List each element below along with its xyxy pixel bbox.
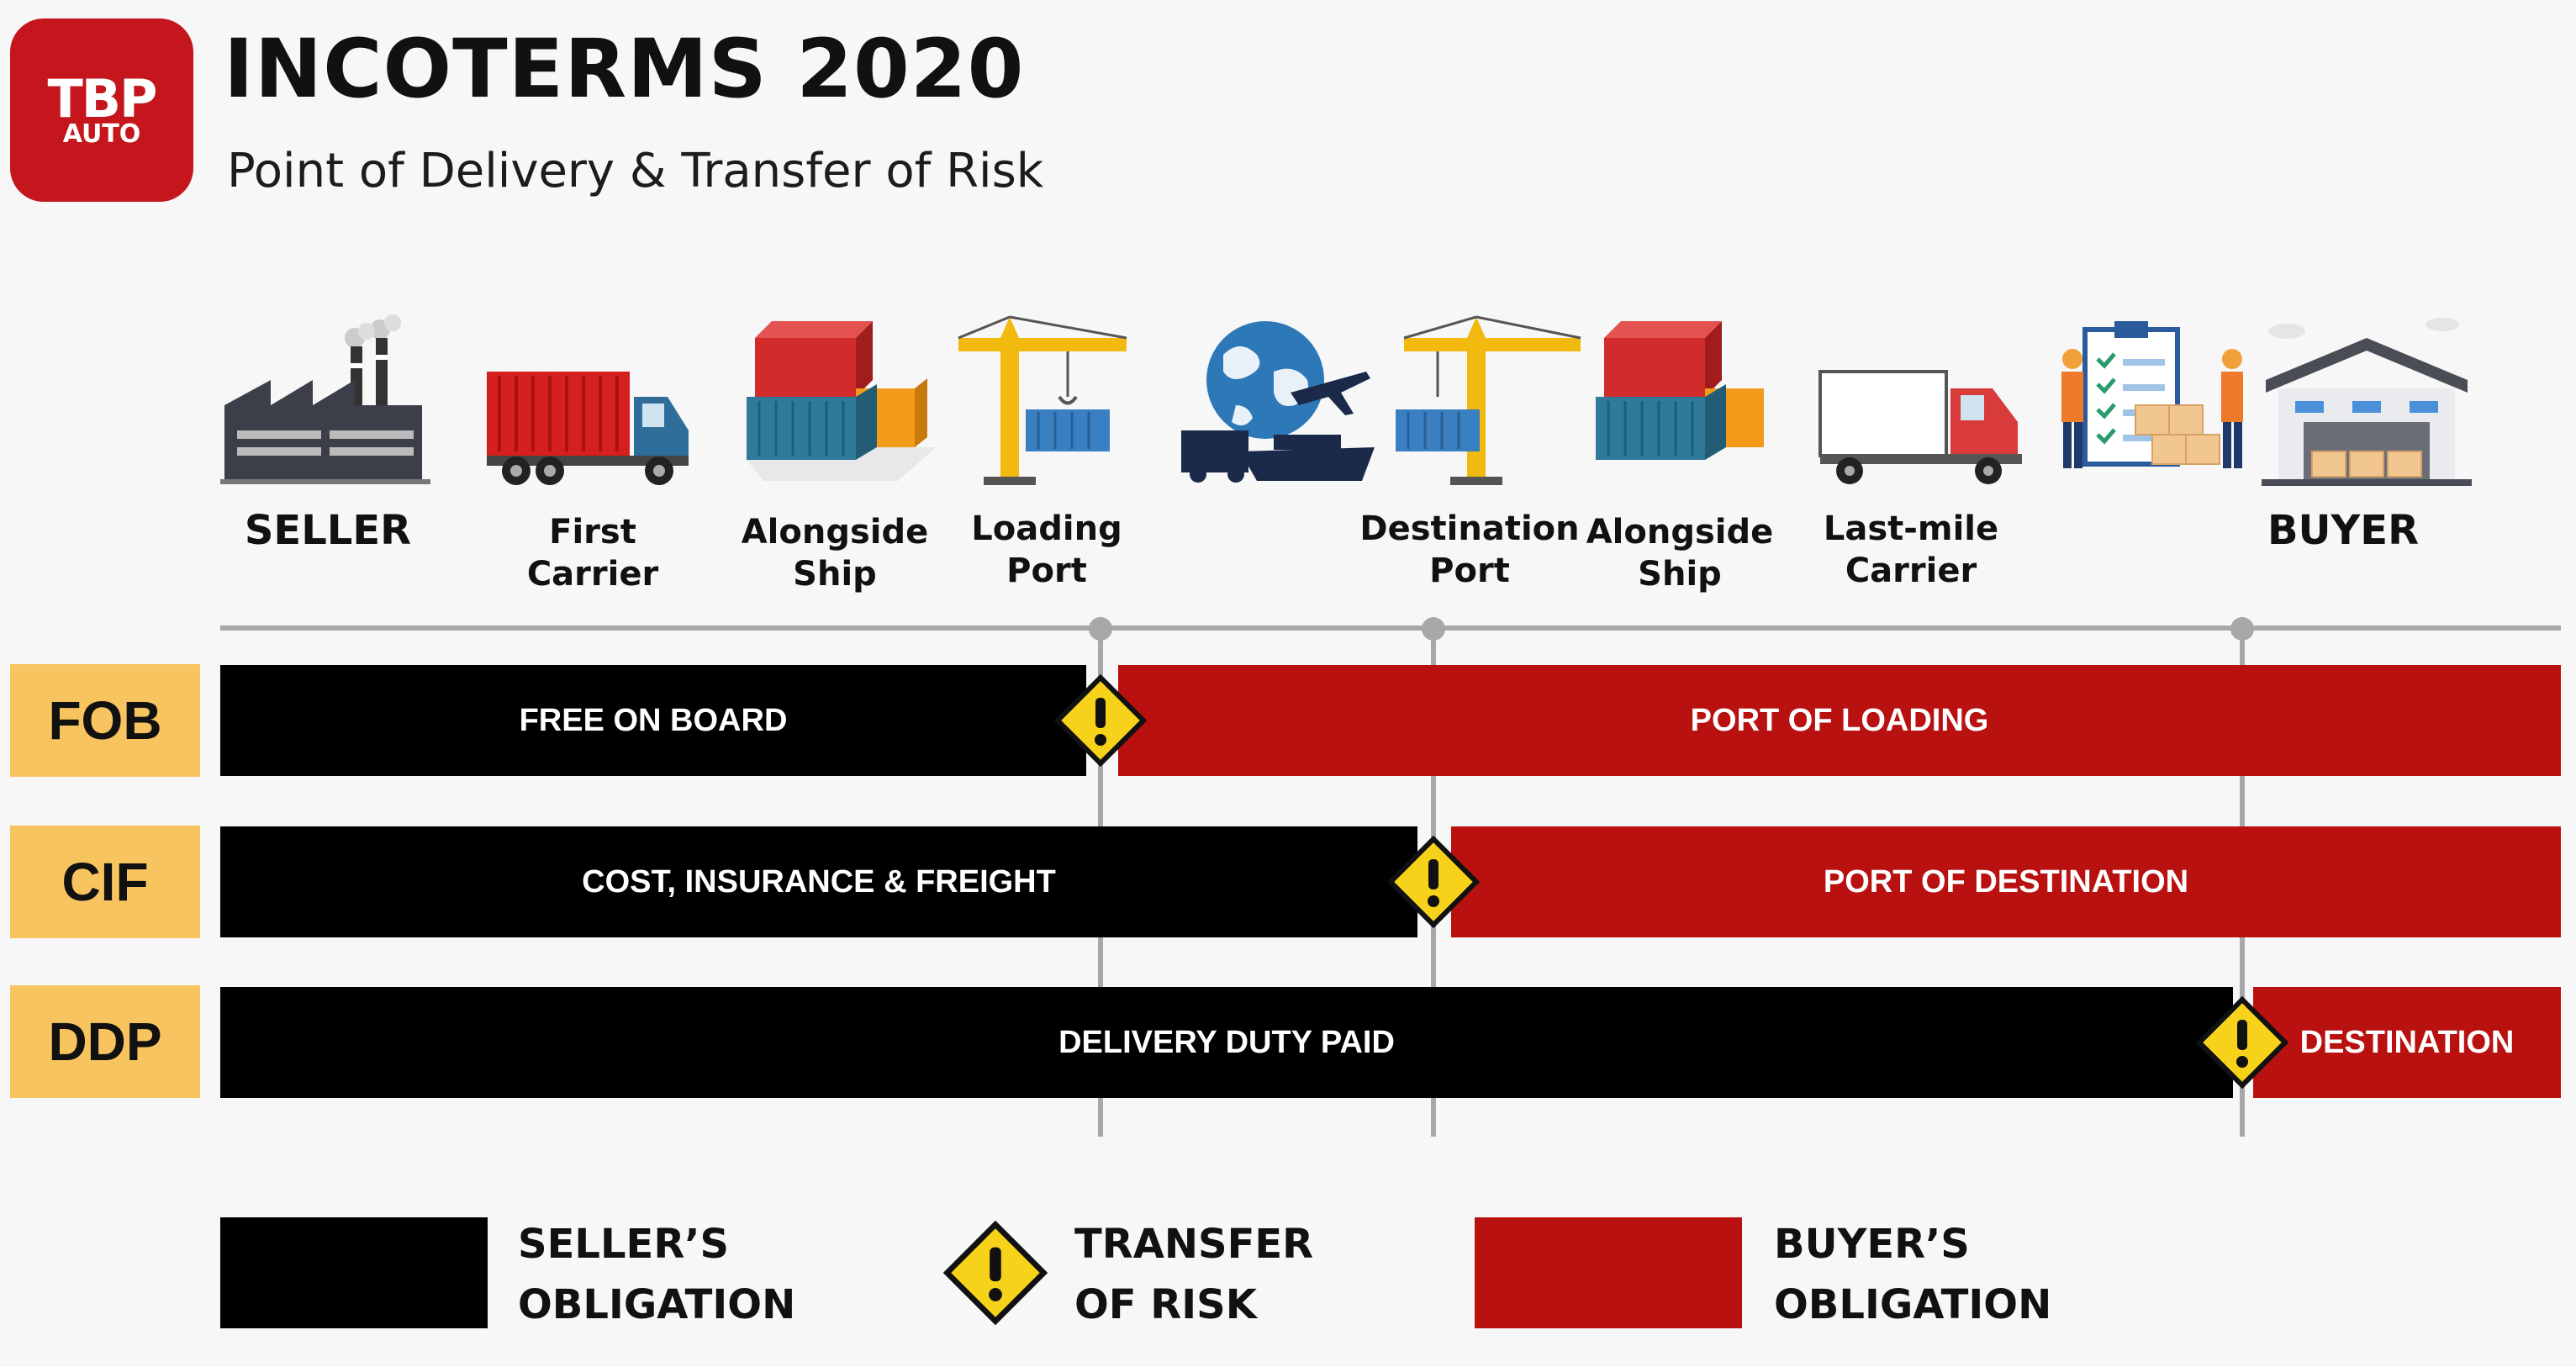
timeline-dot-buyer bbox=[2230, 617, 2254, 641]
transfer-of-risk-icon-fob bbox=[1054, 674, 1147, 767]
warehouse-workers-icon bbox=[2061, 321, 2243, 468]
red-truck-icon bbox=[487, 372, 689, 485]
containers-icon-destination bbox=[1596, 321, 1764, 460]
delivery-truck-icon bbox=[1819, 370, 2022, 484]
buyer-obligation-bar-cif: PORT OF DESTINATION bbox=[1451, 826, 2561, 937]
seller-obligation-bar-ddp: DELIVERY DUTY PAID bbox=[220, 987, 2233, 1098]
legend-transfer-of-risk-icon bbox=[943, 1221, 1048, 1325]
legend-seller-swatch bbox=[220, 1217, 488, 1328]
incoterm-tag-fob: FOB bbox=[10, 664, 200, 777]
seller-obligation-bar-cif: COST, INSURANCE & FREIGHT bbox=[220, 826, 1417, 937]
tbp-auto-logo: TBP AUTO bbox=[10, 18, 193, 202]
seller-obligation-bar-fob: FREE ON BOARD bbox=[220, 665, 1086, 776]
destination-port-crane-icon bbox=[1396, 315, 1581, 485]
logo-text-tbp: TBP bbox=[47, 68, 158, 129]
stage-label-buyer: BUYER bbox=[2267, 507, 2420, 554]
containers-icon bbox=[747, 321, 936, 481]
legend-buyer-swatch bbox=[1475, 1217, 1742, 1328]
factory-icon bbox=[220, 314, 430, 484]
transfer-of-risk-icon-cif bbox=[1387, 836, 1480, 928]
page-subtitle: Point of Delivery & Transfer of Risk bbox=[227, 144, 1044, 198]
timeline-axis bbox=[220, 625, 2561, 631]
timeline-dot-destination-port bbox=[1422, 617, 1445, 641]
transfer-of-risk-icon-ddp bbox=[2196, 996, 2288, 1089]
incoterm-tag-cif: CIF bbox=[10, 826, 200, 938]
buyer-obligation-bar-fob: PORT OF LOADING bbox=[1118, 665, 2561, 776]
page-title: INCOTERMS 2020 bbox=[224, 22, 1025, 116]
logo-text-auto: AUTO bbox=[62, 119, 141, 149]
stage-label-seller: SELLER bbox=[244, 507, 412, 554]
incoterm-tag-ddp: DDP bbox=[10, 985, 200, 1098]
buyer-obligation-bar-ddp: DESTINATION bbox=[2253, 987, 2561, 1098]
loading-port-crane-icon bbox=[958, 315, 1127, 485]
global-transport-icon bbox=[1181, 321, 1375, 483]
timeline-dot-loading-port bbox=[1089, 617, 1112, 641]
warehouse-icon bbox=[2262, 318, 2472, 486]
